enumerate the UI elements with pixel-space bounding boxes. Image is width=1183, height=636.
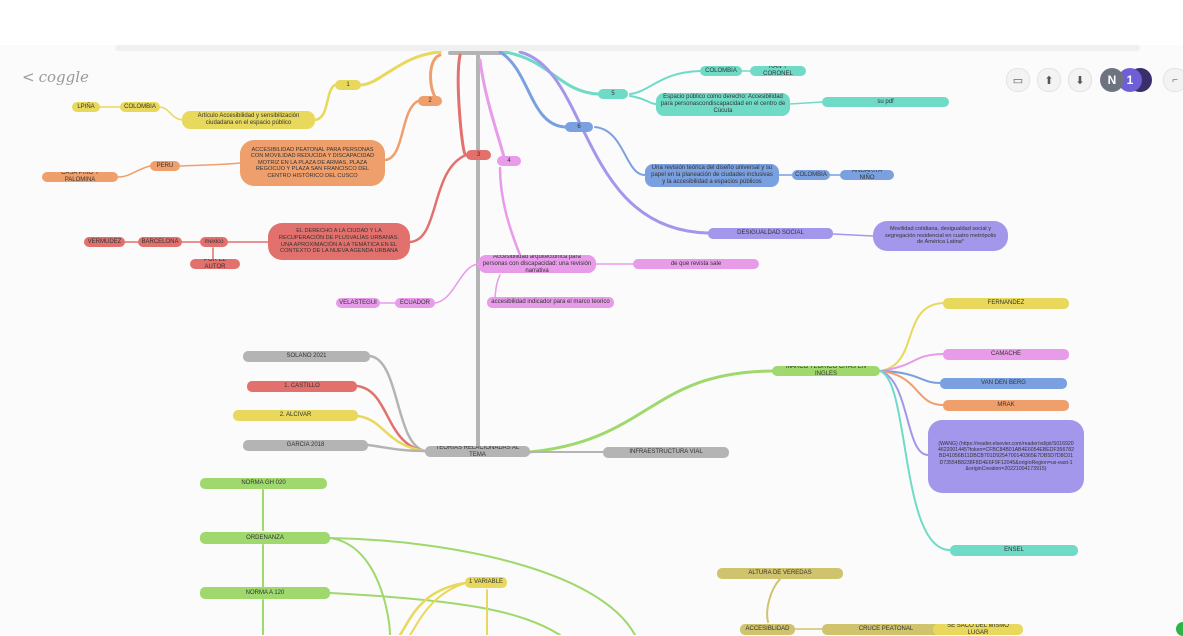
node-velastegui[interactable]: VELASTEGUI xyxy=(336,298,380,308)
node-van-den-berg[interactable]: VAN DEN BERG xyxy=(940,378,1067,389)
node-movilidad-cotidiana[interactable]: Movilidad cotidiana, desigualdad social … xyxy=(873,221,1008,251)
node-peru[interactable]: PERU xyxy=(150,161,180,171)
branch-node-6[interactable]: 6 xyxy=(565,122,593,132)
node-por-el-autor[interactable]: POR EL AUTOR xyxy=(190,259,240,269)
node-accesibilidad-2[interactable]: ACCESIBLIDAD xyxy=(740,624,795,635)
node-espacio-publico[interactable]: Espacio público como derecho: Accesibili… xyxy=(656,93,790,116)
top-scroll-bar xyxy=(115,45,1140,51)
coggle-logo[interactable]: <coggle xyxy=(22,68,89,86)
present-icon[interactable]: ▭ xyxy=(1006,68,1030,92)
node-infraestructura-vial[interactable]: INFRAESTRUCTURA VIAL xyxy=(603,447,729,458)
node-mexico[interactable]: mexico xyxy=(200,237,228,247)
branch-lines xyxy=(99,48,951,635)
node-casa-pino[interactable]: CASA PINO Y PALOMINA xyxy=(42,172,118,182)
node-revision-teorica[interactable]: Una revisión teórica del diseño universa… xyxy=(645,164,779,187)
branch-node-5[interactable]: 5 xyxy=(598,89,628,99)
node-colombia[interactable]: COLOMBIA xyxy=(120,102,160,112)
node-se-saco[interactable]: SE SACO DEL MISMO LUGAR xyxy=(933,624,1023,635)
branch-node-1[interactable]: 1 xyxy=(335,80,361,90)
node-ran-coronel[interactable]: RAN Y CORONEL xyxy=(750,66,806,76)
node-garcia[interactable]: GARCIA 2018 xyxy=(243,440,368,451)
node-derecho-ciudad[interactable]: EL DERECHO A LA CIUDAD Y LA RECUPERACIÓN… xyxy=(268,223,410,260)
node-alcivar[interactable]: 2. ALCIVAR xyxy=(233,410,358,421)
node-castillo[interactable]: 1. CASTILLO xyxy=(247,381,357,392)
node-colombia-2[interactable]: COLOMBIA xyxy=(700,66,742,76)
branch-node-3[interactable]: 3 xyxy=(466,150,491,160)
node-accesibilidad-arquitectonica[interactable]: Accesibilidad arquitectónica para person… xyxy=(478,255,596,273)
node-norma-gh[interactable]: NORMA GH 020 xyxy=(200,478,327,489)
node-fernandez[interactable]: FERNANDEZ xyxy=(943,298,1069,309)
upload-icon[interactable]: ⬆ xyxy=(1037,68,1061,92)
node-ensel[interactable]: ENSEL xyxy=(950,545,1078,556)
node-desigualdad-social[interactable]: DESIGUALDAD SOCIAL xyxy=(708,228,833,239)
branch-node-2[interactable]: 2 xyxy=(418,96,442,106)
node-indicador[interactable]: accesibilidad indicador para el marco te… xyxy=(487,297,614,308)
mindmap-canvas[interactable] xyxy=(0,45,1183,635)
node-1-variable[interactable]: 1 VARIABLE xyxy=(465,577,507,588)
node-norma-a120[interactable]: NORMA A 120 xyxy=(200,587,330,599)
node-altura-veredas[interactable]: ALTURA DE VEREDAS xyxy=(717,568,843,579)
branch-node-4[interactable]: 4 xyxy=(497,156,521,166)
node-vermudez[interactable]: VERMUDEZ xyxy=(84,237,125,247)
node-accesibilidad-peatonal[interactable]: ACCESIBILIDAD PEATONAL PARA PERSONAS CON… xyxy=(240,140,385,186)
status-dot xyxy=(1176,622,1183,636)
node-mrak[interactable]: MRAK xyxy=(943,400,1069,411)
corner-icon[interactable]: ⌐ xyxy=(1163,68,1183,92)
node-marco-teorico[interactable]: MARCO TEORICO CITAS EN INGLES xyxy=(772,366,880,376)
node-ecuador[interactable]: ECUADOR xyxy=(395,298,435,308)
node-articulo[interactable]: Artículo Accesibilidad y sensibilización… xyxy=(182,111,315,129)
logo-text: coggle xyxy=(38,68,89,86)
node-colombia-3[interactable]: COLOMBIA xyxy=(792,170,830,180)
node-wang[interactable]: (WANG) (https://reader.elsevier.com/read… xyxy=(928,420,1084,493)
back-chevron-icon[interactable]: < xyxy=(22,68,35,86)
node-camache[interactable]: CAMACHE xyxy=(943,349,1069,360)
node-teorias[interactable]: TEORIAS RELACIONADAS AL TEMA xyxy=(425,446,530,457)
node-cruce-peatonal[interactable]: CRUCE PEATONAL xyxy=(822,624,950,635)
node-barcelona[interactable]: BARCELONA xyxy=(138,237,182,247)
download-icon[interactable]: ⬇ xyxy=(1068,68,1092,92)
user-avatar[interactable]: N xyxy=(1100,68,1124,92)
node-angarita[interactable]: ANGARITA NIÑO xyxy=(840,170,894,180)
node-de-que-revista[interactable]: de que revista sale xyxy=(633,259,759,269)
node-solano[interactable]: SOLANO 2021 xyxy=(243,351,370,362)
node-lpina[interactable]: LPIÑA xyxy=(72,102,100,112)
node-su-pdf[interactable]: su pdf xyxy=(822,97,949,107)
node-ordenanza[interactable]: ORDENANZA xyxy=(200,532,330,544)
